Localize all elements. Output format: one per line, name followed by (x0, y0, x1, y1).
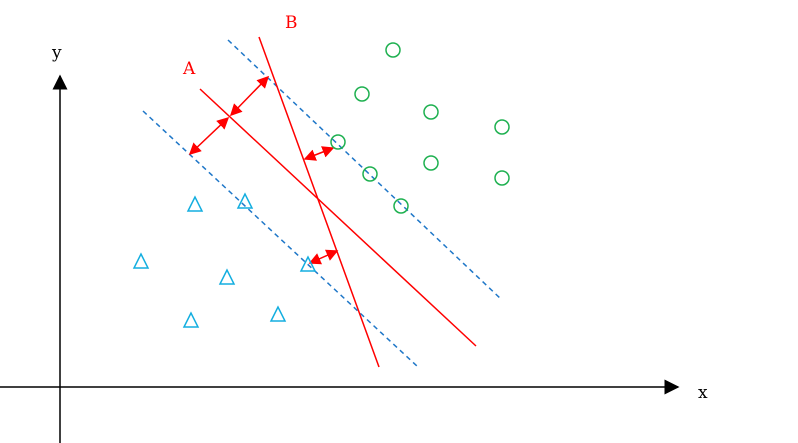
triangle-point (186, 195, 204, 212)
circle-point (385, 42, 401, 58)
hyperplane-b-label: B (285, 13, 298, 33)
circle-point (354, 86, 370, 102)
circle-point (393, 198, 409, 214)
margin-arrow-b-upper (303, 146, 335, 161)
margin-arrow-a-lower (188, 116, 230, 156)
circle-point (494, 119, 510, 135)
margin-arrow-a-upper (229, 75, 270, 117)
hyperplane-a (199, 88, 477, 347)
circle-point (494, 170, 510, 186)
triangle-point (269, 305, 287, 322)
margin-arrow-b-lower (308, 249, 339, 265)
margin-arrows (188, 75, 339, 265)
y-axis-label: y (51, 43, 62, 63)
circle-class-points (330, 42, 510, 214)
circle-point (330, 134, 346, 150)
triangle-point (218, 268, 236, 285)
triangle-point (182, 311, 200, 328)
circle-point (423, 104, 439, 120)
triangle-point (132, 252, 150, 269)
circle-point (362, 166, 378, 182)
x-axis-label: x (698, 383, 708, 403)
triangle-class-points (132, 192, 317, 328)
triangle-point (236, 192, 254, 209)
margin-line-lower (142, 110, 419, 368)
hyperplane-b (258, 36, 380, 368)
triangle-point (299, 255, 317, 272)
circle-point (423, 155, 439, 171)
hyperplane-a-label: A (182, 59, 196, 79)
